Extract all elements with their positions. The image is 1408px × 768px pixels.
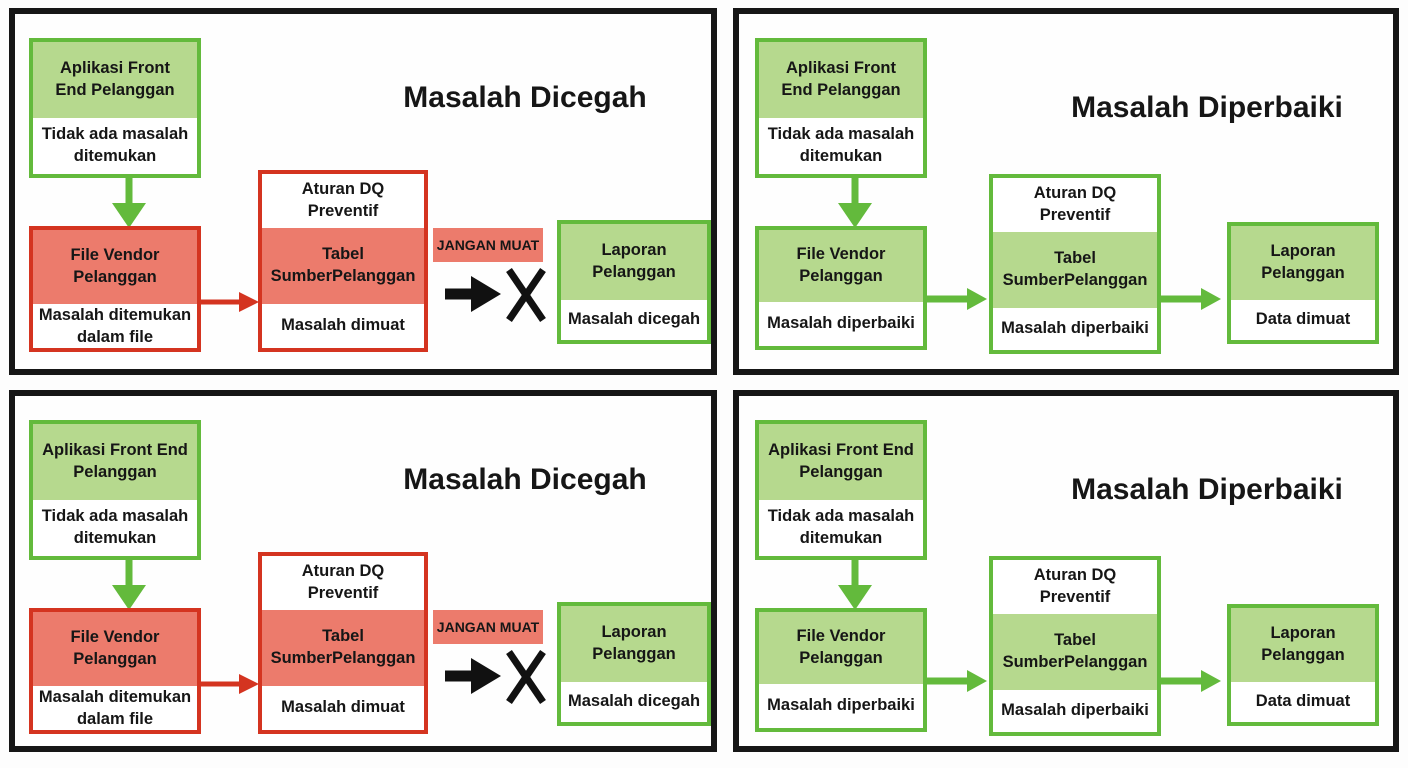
no-load-arrow-icon bbox=[445, 276, 501, 312]
dq-rule-box: Aturan DQ Preventif Tabel SumberPelangga… bbox=[258, 552, 428, 734]
box-body: Masalah diperbaiki bbox=[767, 314, 915, 333]
box-header: Aturan DQ Preventif bbox=[301, 562, 385, 602]
vendor-file-box: File Vendor Pelanggan Masalah ditemukan … bbox=[29, 608, 201, 734]
dq-rule-box: Aturan DQ Preventif Tabel SumberPelangga… bbox=[989, 556, 1161, 736]
front-end-app-box: Aplikasi Front End Pelanggan Tidak ada m… bbox=[755, 420, 927, 560]
box-body: Masalah dicegah bbox=[567, 310, 701, 329]
x-icon bbox=[506, 268, 546, 322]
arrow-right-icon bbox=[201, 674, 259, 694]
box-body: Tidak ada masalah ditemukan bbox=[41, 125, 189, 165]
panel-problem-prevented-top: Masalah Dicegah Aplikasi Front End Pelan… bbox=[9, 8, 717, 375]
box-header: File Vendor Pelanggan bbox=[33, 230, 197, 304]
no-load-arrow-x-icon bbox=[445, 650, 546, 704]
report-box: Laporan Pelanggan Masalah dicegah bbox=[557, 602, 711, 726]
box-header: Aturan DQ Preventif bbox=[1033, 184, 1117, 224]
vendor-file-box: File Vendor Pelanggan Masalah diperbaiki bbox=[755, 226, 927, 350]
box-body: Tidak ada masalah ditemukan bbox=[767, 507, 915, 547]
arrow-down-icon bbox=[112, 560, 146, 610]
arrow-down-icon bbox=[838, 560, 872, 610]
box-body: Masalah dicegah bbox=[567, 692, 701, 711]
report-box: Laporan Pelanggan Data dimuat bbox=[1227, 222, 1379, 344]
dq-rule-box: Aturan DQ Preventif Tabel SumberPelangga… bbox=[989, 174, 1161, 354]
no-load-arrow-x-icon bbox=[445, 268, 546, 322]
arrow-right-icon bbox=[927, 288, 987, 310]
box-status: Masalah dimuat bbox=[281, 698, 405, 717]
no-load-label: JANGAN MUAT bbox=[433, 228, 543, 262]
arrow-down-icon bbox=[838, 178, 872, 228]
panel-title: Masalah Dicegah bbox=[403, 80, 647, 114]
box-header: Aplikasi Front End Pelanggan bbox=[33, 42, 197, 118]
box-header: Laporan Pelanggan bbox=[561, 224, 707, 300]
panel-problem-fixed-top: Masalah Diperbaiki Aplikasi Front End Pe… bbox=[733, 8, 1399, 375]
report-box: Laporan Pelanggan Data dimuat bbox=[1227, 604, 1379, 726]
front-end-app-box: Aplikasi Front End Pelanggan Tidak ada m… bbox=[29, 38, 201, 178]
no-load-arrow-icon bbox=[445, 658, 501, 694]
panel-title: Masalah Diperbaiki bbox=[1071, 472, 1343, 506]
panel-title: Masalah Dicegah bbox=[403, 462, 647, 496]
box-header: File Vendor Pelanggan bbox=[33, 612, 197, 686]
box-table: Tabel SumberPelanggan bbox=[993, 232, 1157, 308]
box-header: Aplikasi Front End Pelanggan bbox=[759, 424, 923, 500]
box-header: Aplikasi Front End Pelanggan bbox=[759, 42, 923, 118]
box-header: Aplikasi Front End Pelanggan bbox=[33, 424, 197, 500]
arrow-right-icon bbox=[201, 292, 259, 312]
vendor-file-box: File Vendor Pelanggan Masalah diperbaiki bbox=[755, 608, 927, 732]
box-header: Aturan DQ Preventif bbox=[1033, 566, 1117, 606]
box-header: Laporan Pelanggan bbox=[1231, 608, 1375, 682]
box-body: Masalah ditemukan dalam file bbox=[38, 306, 192, 346]
dq-rule-box: Aturan DQ Preventif Tabel SumberPelangga… bbox=[258, 170, 428, 352]
front-end-app-box: Aplikasi Front End Pelanggan Tidak ada m… bbox=[755, 38, 927, 178]
box-body: Data dimuat bbox=[1255, 310, 1351, 329]
box-status: Masalah diperbaiki bbox=[1001, 701, 1149, 720]
box-header: Laporan Pelanggan bbox=[561, 606, 707, 682]
box-status: Masalah diperbaiki bbox=[1001, 319, 1149, 338]
panel-problem-fixed-bottom: Masalah Diperbaiki Aplikasi Front End Pe… bbox=[733, 390, 1399, 752]
report-box: Laporan Pelanggan Masalah dicegah bbox=[557, 220, 711, 344]
box-header: Laporan Pelanggan bbox=[1231, 226, 1375, 300]
no-load-label: JANGAN MUAT bbox=[433, 610, 543, 644]
vendor-file-box: File Vendor Pelanggan Masalah ditemukan … bbox=[29, 226, 201, 352]
box-body: Masalah diperbaiki bbox=[767, 696, 915, 715]
box-header: Aturan DQ Preventif bbox=[301, 180, 385, 220]
box-header: File Vendor Pelanggan bbox=[759, 230, 923, 302]
box-body: Tidak ada masalah ditemukan bbox=[767, 125, 915, 165]
box-table: Tabel SumberPelanggan bbox=[993, 614, 1157, 690]
panel-title: Masalah Diperbaiki bbox=[1071, 90, 1343, 124]
box-table: Tabel SumberPelanggan bbox=[262, 228, 424, 304]
arrow-right-icon bbox=[1161, 670, 1221, 692]
arrow-right-icon bbox=[927, 670, 987, 692]
arrow-down-icon bbox=[112, 178, 146, 228]
front-end-app-box: Aplikasi Front End Pelanggan Tidak ada m… bbox=[29, 420, 201, 560]
box-status: Masalah dimuat bbox=[281, 316, 405, 335]
box-body: Tidak ada masalah ditemukan bbox=[41, 507, 189, 547]
box-header: File Vendor Pelanggan bbox=[759, 612, 923, 684]
box-body: Data dimuat bbox=[1255, 692, 1351, 711]
x-icon bbox=[506, 650, 546, 704]
panel-problem-prevented-bottom: Masalah Dicegah Aplikasi Front End Pelan… bbox=[9, 390, 717, 752]
box-table: Tabel SumberPelanggan bbox=[262, 610, 424, 686]
arrow-right-icon bbox=[1161, 288, 1221, 310]
box-body: Masalah ditemukan dalam file bbox=[38, 688, 192, 728]
